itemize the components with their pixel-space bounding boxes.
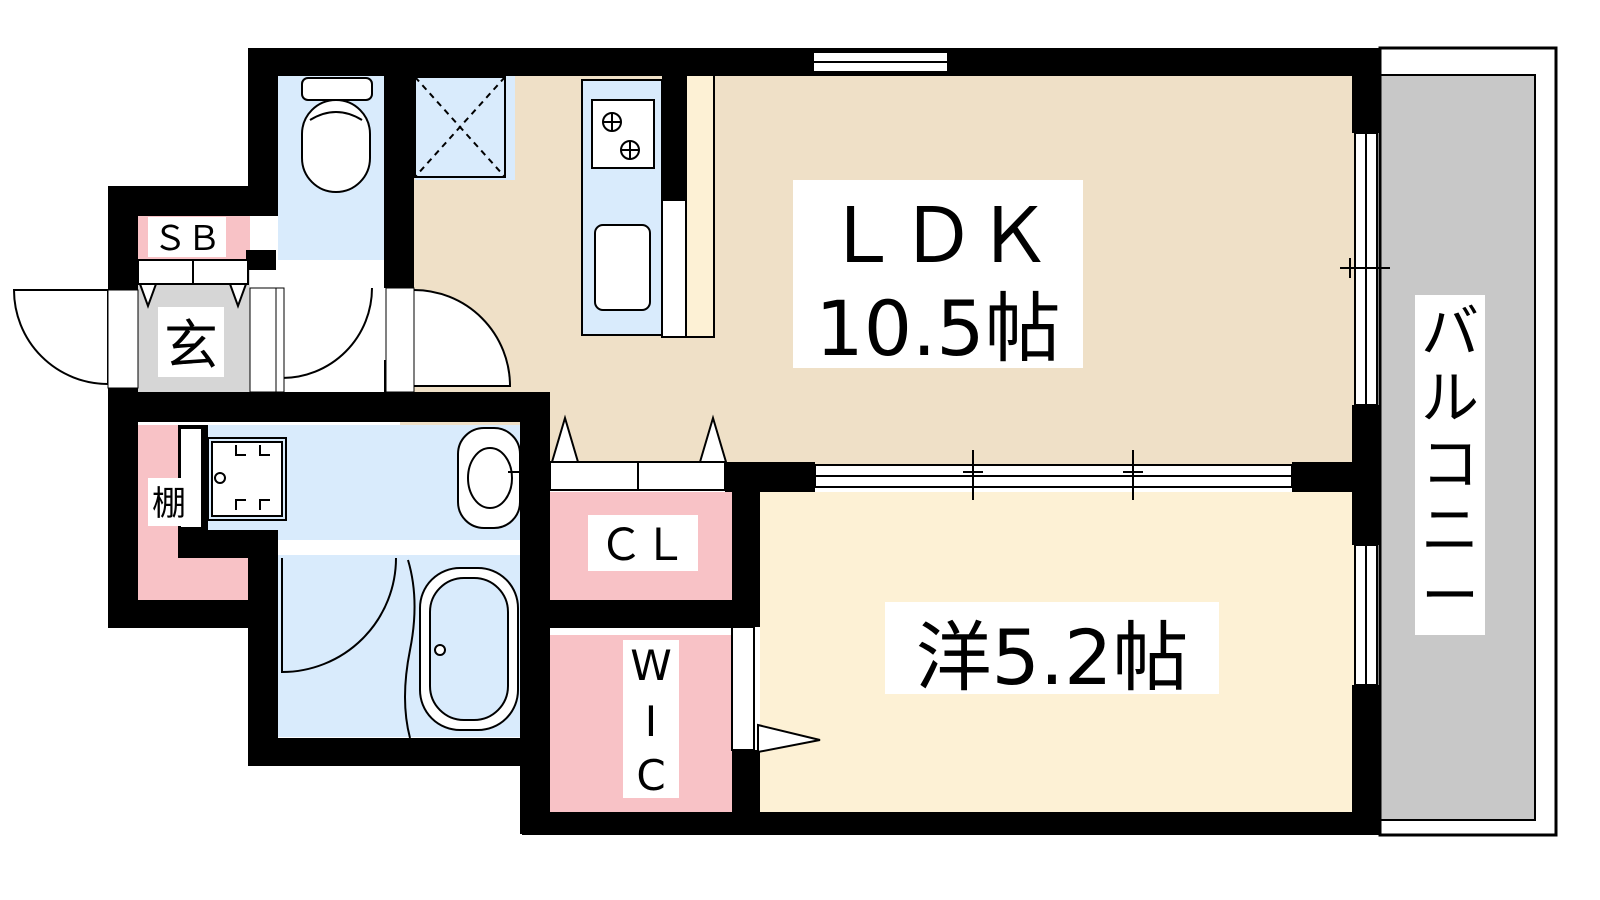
closet-label: ＣＬ: [588, 515, 698, 571]
ldk-size: 10.5帖: [815, 284, 1060, 373]
western-room-label: 洋5.2帖: [885, 602, 1219, 702]
washbasin-icon: [457, 427, 521, 529]
stove-icon: [591, 99, 655, 169]
windows: [812, 51, 1390, 686]
sliding-door: [814, 450, 1293, 500]
wic-label: W I C: [623, 640, 679, 800]
counter-strip: [685, 74, 715, 338]
ldk-label: ＬＤＫ 10.5帖: [793, 180, 1083, 373]
shelf-name: 棚: [152, 484, 186, 524]
laundry-pan-icon: [414, 76, 506, 178]
balcony-char-5: ー: [1421, 562, 1479, 630]
laundry-area: [415, 75, 515, 180]
closet-name: ＣＬ: [599, 520, 687, 571]
wic-door: [731, 626, 821, 754]
wic-char-3: C: [636, 751, 665, 800]
western-room-name: 洋5.2帖: [916, 613, 1189, 702]
shoe-box-name: ＳＢ: [153, 219, 221, 259]
balcony-char-3: コ: [1421, 430, 1479, 498]
entrance-name: 玄: [164, 314, 218, 377]
wic-char-2: I: [645, 697, 657, 746]
balcony-label: バ ル コ ニ ー: [1415, 295, 1485, 635]
ldk-name: ＬＤＫ: [824, 191, 1052, 280]
wic-char-1: W: [630, 641, 672, 690]
swing-doors: [12, 287, 512, 674]
shoe-box-shelf: [137, 259, 249, 309]
shoe-box-label: ＳＢ: [148, 217, 226, 259]
toilet-icon: [301, 77, 373, 193]
shelf-label: 棚: [148, 478, 190, 526]
entrance-label: 玄: [158, 307, 224, 377]
balcony-char-4: ニ: [1421, 496, 1479, 564]
washing-machine-icon: [179, 427, 287, 529]
balcony-char-1: バ: [1421, 298, 1479, 366]
kitchen-sink-icon: [594, 224, 651, 311]
closet-doors: [549, 414, 728, 491]
balcony-char-2: ル: [1421, 364, 1479, 432]
bathtub-icon: [404, 559, 519, 739]
